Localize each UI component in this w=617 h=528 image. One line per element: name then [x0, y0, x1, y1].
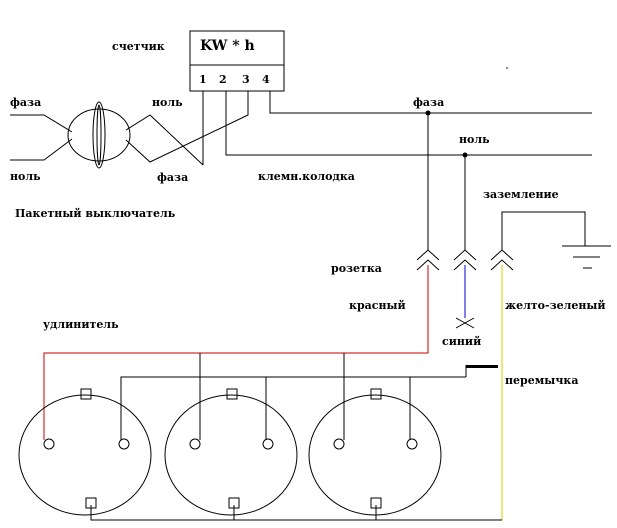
- outlet-1-body: [18, 394, 152, 516]
- stray-dot: [506, 67, 508, 69]
- outlet-1-ground-contact-bottom: [85, 497, 97, 509]
- phase-bus-label: фаза: [413, 96, 444, 109]
- outlet-3-pin-left: [333, 438, 345, 450]
- grounding-label: заземление: [483, 188, 559, 201]
- phase-bus-wire: [269, 91, 592, 114]
- outlet-3-ground-contact-bottom: [370, 497, 382, 509]
- meter-terminal-2: 2: [219, 73, 227, 86]
- outlet-3-pin-right: [406, 438, 418, 450]
- meter-label: счетчик: [112, 40, 165, 53]
- socket-connectors: [416, 249, 514, 271]
- neutral-bus-wire: [225, 91, 592, 156]
- outlet-2-ground-contact-bottom: [228, 497, 240, 509]
- outlet-3: [308, 388, 442, 516]
- ground-symbol: [562, 245, 611, 269]
- switch-outer-ellipse: [67, 108, 131, 162]
- terminal-block-label: клемн.колодка: [258, 170, 355, 183]
- meter-display-text: KW * h: [200, 38, 255, 54]
- extender-neutral-bus: [120, 376, 466, 440]
- outlet-2: [164, 388, 298, 516]
- blue-wire-end-cross-b: [455, 317, 475, 329]
- outlet-2-body: [164, 394, 298, 516]
- socket-label: розетка: [331, 262, 382, 275]
- switch-core: [96, 104, 102, 166]
- electricity-meter: KW * h 1 2 3 4: [189, 30, 285, 92]
- outlet-3-body: [308, 394, 442, 516]
- extender-label: удлинитель: [43, 318, 119, 331]
- switch-cross-wire-b: [125, 91, 249, 163]
- neutral-bus-label: ноль: [459, 133, 490, 146]
- extender-ground-bus: [90, 505, 502, 521]
- neutral-input-label: ноль: [10, 170, 41, 183]
- jumper-label: перемычка: [505, 374, 578, 387]
- meter-terminal-3: 3: [242, 73, 250, 86]
- outlet-2-ground-contact-top: [226, 388, 238, 400]
- outlet-2-pin-right: [262, 438, 274, 450]
- neutral-chevron-lower: [453, 259, 477, 271]
- jumper-bar: [466, 365, 498, 368]
- outlet-3-ground-contact-top: [370, 388, 382, 400]
- blue-wire-label: синий: [442, 335, 481, 348]
- phase-chevron-upper: [416, 249, 440, 261]
- outlet-1: [18, 388, 152, 516]
- red-wire-label: красный: [349, 299, 406, 312]
- switch-inner-ellipse: [92, 101, 106, 169]
- ground-wire: [501, 211, 586, 250]
- phase-switch-output-label: фаза: [157, 171, 188, 184]
- meter-terminal-1: 1: [199, 73, 207, 86]
- outlet-1-ground-contact-top: [80, 388, 92, 400]
- outlet-2-pin-left: [189, 438, 201, 450]
- outlet-1-pin-right: [118, 438, 130, 450]
- ground-chevron-lower: [490, 259, 514, 271]
- yellow-green-wire-label: желто-зеленый: [505, 299, 606, 312]
- packet-switch: [67, 101, 131, 169]
- phase-chevron-lower: [416, 259, 440, 271]
- neutral-switch-output-label: ноль: [152, 96, 183, 109]
- neutral-input-wire: [10, 138, 73, 161]
- packet-switch-label: Пакетный выключатель: [15, 207, 176, 220]
- ground-chevron-upper: [490, 249, 514, 261]
- switch-cross-wire-a: [125, 114, 204, 166]
- phase-input-label: фаза: [10, 96, 41, 109]
- meter-body: [189, 30, 285, 92]
- red-phase-wire: [43, 265, 429, 440]
- outlet-1-pin-left: [43, 438, 55, 450]
- neutral-chevron-upper: [453, 249, 477, 261]
- phase-input-wire: [10, 114, 73, 133]
- meter-terminal-4: 4: [262, 73, 270, 86]
